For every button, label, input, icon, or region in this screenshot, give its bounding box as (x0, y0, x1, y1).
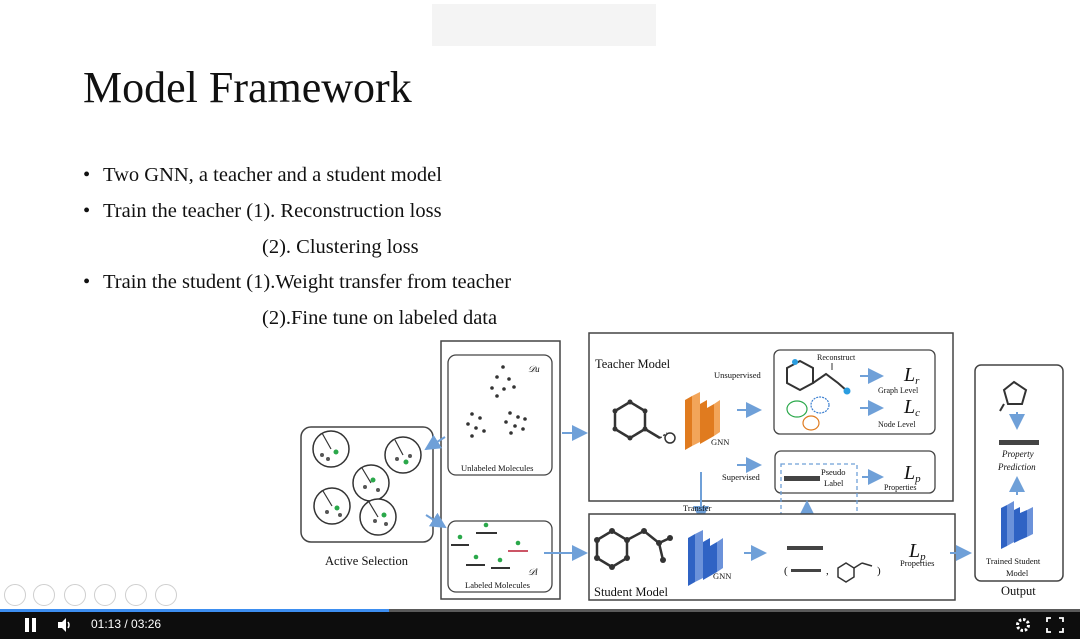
teacher-model-panel: Teacher Model GNN Unsupervised Supervise… (588, 332, 954, 502)
properties-label-teacher: Properties (884, 483, 916, 492)
player-control-bar (0, 611, 1080, 639)
reconstruct-label: Reconstruct (817, 353, 856, 362)
svg-text:): ) (877, 565, 881, 577)
student-model-panel: Student Model GNN ( , ) Lp (588, 513, 956, 601)
lp-loss-label-student: Lp (908, 540, 926, 563)
prev-icon[interactable] (4, 584, 26, 606)
trained-student-text-2: Model (1006, 568, 1029, 578)
top-banner (432, 4, 656, 46)
bullet-text: Train the teacher (1). Reconstruction lo… (103, 200, 442, 222)
teacher-gnn-icon (685, 392, 720, 450)
unlabeled-molecules-panel: 𝒟u Unlabeled Molecules (447, 354, 553, 476)
time-display: 01:13 / 03:26 (91, 617, 162, 631)
unsupervised-label: Unsupervised (714, 370, 761, 380)
node-level-label: Node Level (878, 420, 916, 429)
copy-icon[interactable] (94, 584, 116, 606)
dl-symbol: 𝒟l (528, 567, 538, 577)
pseudo-label-text-2: Label (824, 478, 844, 488)
labeled-molecules-label: Labeled Molecules (465, 580, 530, 590)
pen-icon[interactable] (64, 584, 86, 606)
unlabeled-molecules-label: Unlabeled Molecules (461, 463, 533, 473)
graph-level-label: Graph Level (878, 386, 919, 395)
active-selection-panel: Active Selection (300, 426, 434, 568)
svg-text:(: ( (784, 565, 788, 577)
lp-loss-label-teacher: Lp (903, 462, 921, 485)
pseudo-label-text-1: Pseudo (821, 467, 846, 477)
bullet-continuation: (2). Clustering loss (262, 236, 419, 258)
student-gnn-label: GNN (713, 571, 731, 581)
student-gnn-icon (688, 530, 723, 586)
fullscreen-icon[interactable] (1046, 617, 1064, 633)
output-label: Output (1001, 584, 1036, 598)
progress-bar[interactable] (0, 609, 1080, 612)
student-model-label: Student Model (594, 585, 668, 599)
property-prediction-text-2: Prediction (997, 462, 1036, 472)
bullet-dot: • (83, 164, 91, 186)
progress-fill (0, 609, 389, 612)
bullet-text: Train the student (1).Weight transfer fr… (103, 271, 512, 293)
du-symbol: 𝒟u (528, 364, 540, 374)
property-prediction-text-1: Property (1001, 449, 1034, 459)
transfer-label: Transfer (683, 503, 712, 513)
properties-label-student: Properties (900, 558, 934, 568)
next-icon[interactable] (33, 584, 55, 606)
pause-icon[interactable] (22, 617, 38, 633)
more-icon[interactable] (155, 584, 177, 606)
trained-student-gnn-icon (1001, 501, 1033, 549)
lc-loss-label: Lc (903, 396, 920, 419)
volume-icon[interactable] (56, 617, 74, 633)
bullet-text: Two GNN, a teacher and a student model (103, 164, 442, 186)
lr-loss-label: Lr (903, 364, 920, 387)
slide-title: Model Framework (83, 63, 412, 112)
bullet-dot: • (83, 271, 91, 293)
bullet-continuation: (2).Fine tune on labeled data (262, 307, 498, 329)
teacher-gnn-label: GNN (711, 437, 729, 447)
labeled-molecules-panel: 𝒟l Labeled Molecules (447, 520, 553, 593)
supervised-label: Supervised (722, 472, 761, 482)
trained-student-text-1: Trained Student (986, 556, 1041, 566)
output-panel: Property Prediction Trained Student Mode… (974, 364, 1064, 582)
teacher-model-label: Teacher Model (595, 357, 671, 371)
settings-icon[interactable] (1014, 616, 1032, 634)
bullet-dot: • (83, 200, 91, 222)
svg-text:,: , (826, 565, 829, 577)
search-icon[interactable] (125, 584, 147, 606)
active-selection-label: Active Selection (325, 554, 409, 568)
